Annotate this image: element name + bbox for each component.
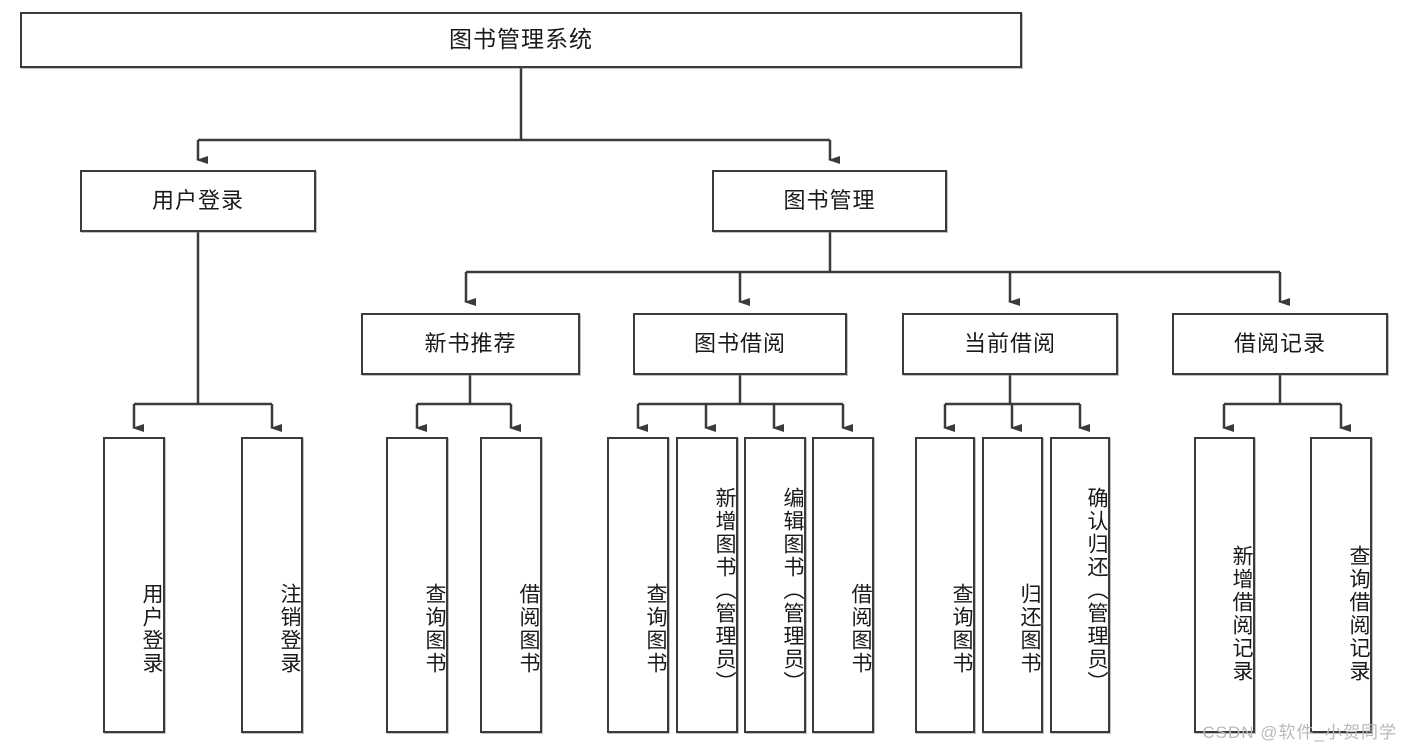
leaf-label: 查询借阅记录 (1347, 545, 1370, 683)
node-new-book-recommend[interactable]: 新书推荐 (361, 313, 580, 375)
node-root-system[interactable]: 图书管理系统 (20, 12, 1022, 68)
leaf-recommend-borrow-book[interactable]: 借阅图书 (480, 437, 542, 733)
node-book-borrow[interactable]: 图书借阅 (633, 313, 847, 375)
leaf-current-confirm-return-admin[interactable]: 确认归还（管理员） (1050, 437, 1110, 733)
leaf-label: 新增借阅记录 (1230, 545, 1253, 683)
leaf-label: 用户登录 (140, 583, 163, 675)
leaf-record-query-record[interactable]: 查询借阅记录 (1310, 437, 1372, 733)
watermark: CSDN @软件_小贺同学 (1202, 723, 1397, 742)
leaf-label: 借阅图书 (849, 583, 872, 675)
leaf-recommend-query-book[interactable]: 查询图书 (386, 437, 448, 733)
leaf-borrow-query-book[interactable]: 查询图书 (607, 437, 669, 733)
node-borrow-record[interactable]: 借阅记录 (1172, 313, 1388, 375)
leaf-label: 新增图书（管理员） (713, 486, 736, 694)
leaf-label: 查询图书 (644, 583, 667, 675)
leaf-label: 确认归还（管理员） (1085, 486, 1108, 694)
leaf-label: 借阅图书 (517, 583, 540, 675)
node-book-management[interactable]: 图书管理 (712, 170, 947, 232)
leaf-current-query-book[interactable]: 查询图书 (915, 437, 975, 733)
leaf-borrow-add-book-admin[interactable]: 新增图书（管理员） (676, 437, 738, 733)
leaf-user-login-logout[interactable]: 注销登录 (241, 437, 303, 733)
leaf-borrow-edit-book-admin[interactable]: 编辑图书（管理员） (744, 437, 806, 733)
node-current-borrow[interactable]: 当前借阅 (902, 313, 1118, 375)
leaf-label: 注销登录 (278, 583, 301, 675)
leaf-label: 归还图书 (1018, 583, 1041, 675)
leaf-borrow-borrow-book[interactable]: 借阅图书 (812, 437, 874, 733)
leaf-record-add-record[interactable]: 新增借阅记录 (1194, 437, 1255, 733)
leaf-user-login-login[interactable]: 用户登录 (103, 437, 165, 733)
leaf-current-return-book[interactable]: 归还图书 (982, 437, 1043, 733)
leaf-label: 查询图书 (423, 583, 446, 675)
leaf-label: 编辑图书（管理员） (781, 486, 804, 694)
leaf-label: 查询图书 (950, 583, 973, 675)
node-user-login[interactable]: 用户登录 (80, 170, 316, 232)
